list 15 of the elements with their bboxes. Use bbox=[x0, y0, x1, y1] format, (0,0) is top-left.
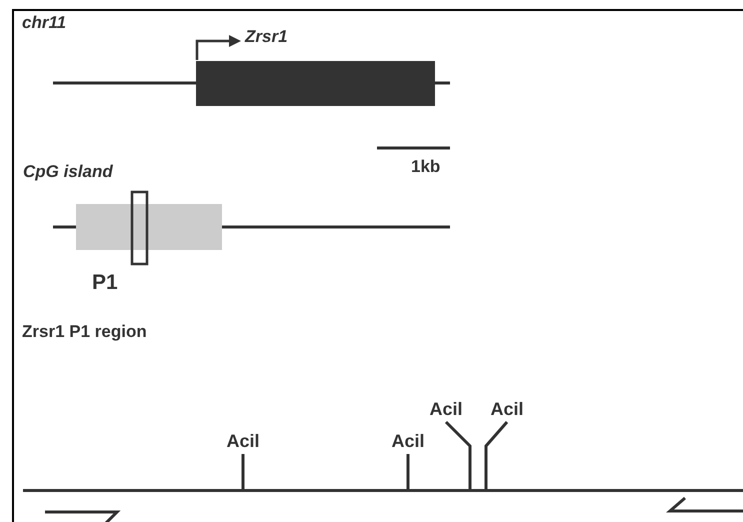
site-label: Acil bbox=[218, 430, 268, 452]
label-text: Zrsr1 P1 region bbox=[22, 323, 147, 340]
restriction-site-line bbox=[242, 454, 244, 489]
site-label: Acil bbox=[383, 430, 433, 452]
label-text: P1 bbox=[92, 272, 118, 293]
scale-label: 1kb bbox=[411, 158, 440, 175]
site-label: Acil bbox=[421, 398, 471, 420]
label-text: chr11 bbox=[22, 14, 66, 31]
restriction-site-line bbox=[444, 420, 472, 489]
sequence-line bbox=[23, 489, 743, 492]
label-text: Zrsr1 bbox=[245, 28, 288, 45]
restriction-site-line bbox=[406, 454, 410, 489]
site-label: Acil bbox=[482, 398, 532, 420]
label-text: CpG island bbox=[23, 163, 113, 180]
restriction-site-line bbox=[484, 421, 508, 489]
